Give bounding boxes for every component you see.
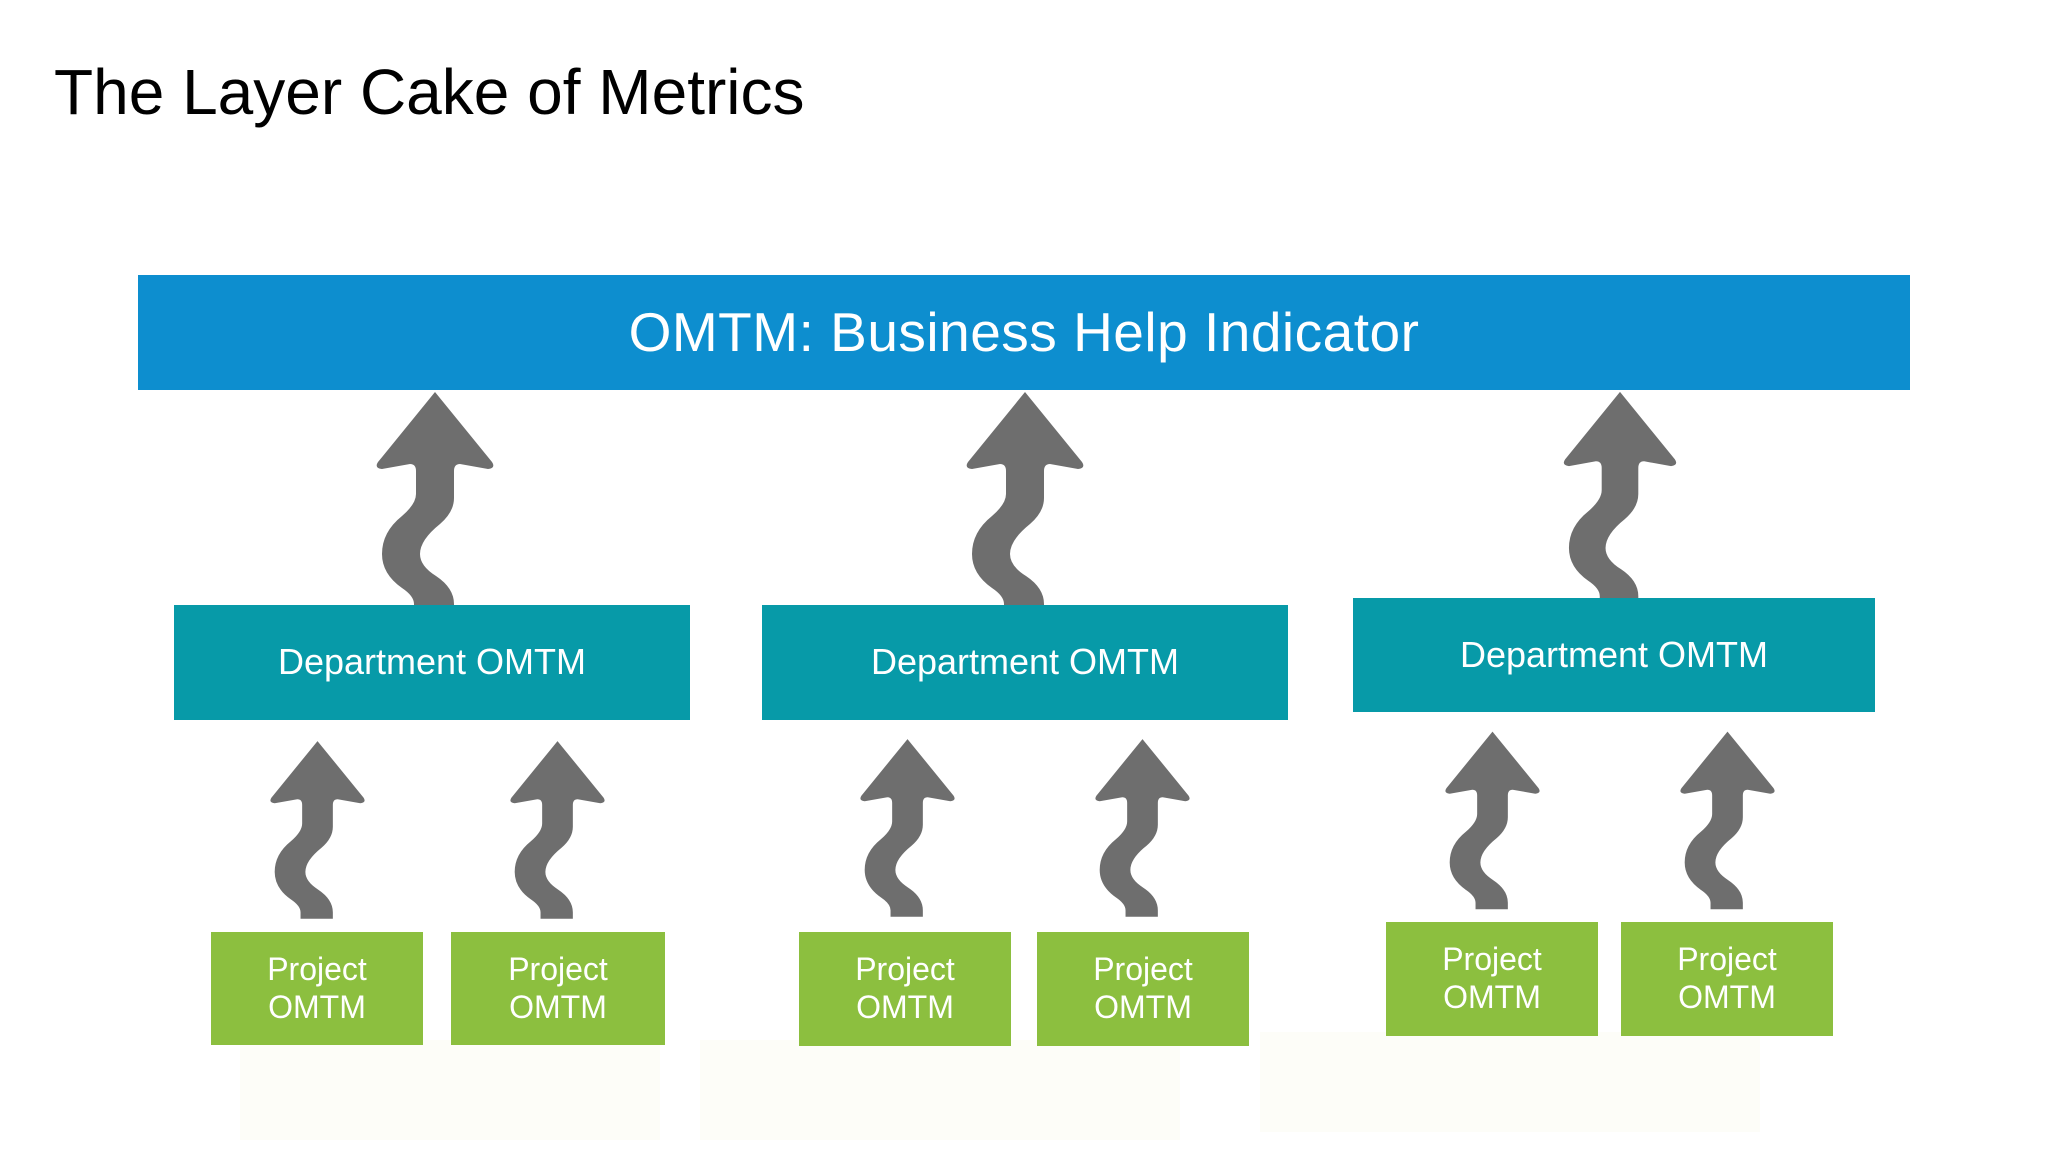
page-title: The Layer Cake of Metrics (54, 56, 805, 128)
squiggle-up-arrow-project3-to-dept2 (855, 718, 960, 933)
squiggle-up-arrow-project6-to-dept3 (1675, 712, 1780, 924)
department-omtm-box-2[interactable]: Department OMTM (762, 605, 1288, 720)
background-wash-right (1260, 1032, 1760, 1132)
department-omtm-box-3[interactable]: Department OMTM (1353, 598, 1875, 712)
squiggle-up-arrow-project2-to-dept1 (505, 720, 610, 935)
squiggle-up-arrow-dept1-to-top (370, 390, 500, 608)
squiggle-up-arrow-dept2-to-top (960, 390, 1090, 608)
project-omtm-box-1[interactable]: Project OMTM (211, 932, 423, 1045)
background-wash-left (240, 1040, 660, 1140)
squiggle-up-arrow-dept3-to-top (1555, 390, 1685, 600)
project-omtm-box-3[interactable]: Project OMTM (799, 932, 1011, 1046)
project-omtm-box-5[interactable]: Project OMTM (1386, 922, 1598, 1036)
squiggle-up-arrow-project5-to-dept3 (1440, 712, 1545, 924)
background-wash-mid (700, 1040, 1180, 1140)
project-omtm-box-4[interactable]: Project OMTM (1037, 932, 1249, 1046)
omtm-business-help-indicator-box[interactable]: OMTM: Business Help Indicator (138, 275, 1910, 390)
squiggle-up-arrow-project4-to-dept2 (1090, 718, 1195, 933)
squiggle-up-arrow-project1-to-dept1 (265, 720, 370, 935)
department-omtm-box-1[interactable]: Department OMTM (174, 605, 690, 720)
project-omtm-box-2[interactable]: Project OMTM (451, 932, 665, 1045)
project-omtm-box-6[interactable]: Project OMTM (1621, 922, 1833, 1036)
